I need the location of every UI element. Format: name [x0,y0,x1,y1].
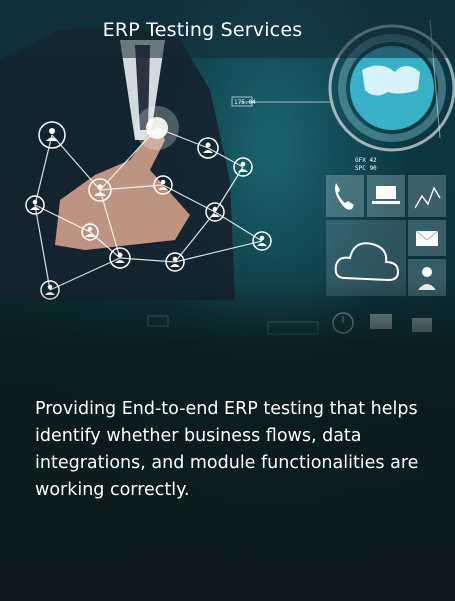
user-icon [165,252,185,272]
user-icon [109,247,131,269]
chart-icon [414,186,441,209]
user-icon [252,231,272,251]
user-icon [88,178,112,202]
user-icon [38,121,66,149]
cloud-icon [334,242,400,282]
user-icon [25,195,45,215]
user-icon [135,106,179,150]
phone-icon [335,183,354,210]
mail-icon [415,230,439,246]
globe-icon [328,19,455,152]
pointing-hand [55,128,190,250]
service-description: Providing End-to-end ERP testing that he… [35,399,419,500]
user-icon [205,202,225,222]
hud-readout-top: 175.04 [234,99,256,106]
laptop-icon [372,186,400,204]
app-tiles [326,175,446,296]
network-nodes [25,106,272,300]
bottom-fade [0,280,455,601]
title-bar [0,0,455,58]
user-icon [233,157,253,177]
user-icon [153,175,173,195]
page-title: ERP Testing Services [102,19,303,41]
hud-readout-1: GFX 42 [355,157,377,164]
user-icon [81,223,99,241]
user-icon [197,137,219,159]
hero-illustration: 175.04 GFX 42 SPC 90 [0,19,455,335]
hud-readout-2: SPC 90 [355,165,377,172]
